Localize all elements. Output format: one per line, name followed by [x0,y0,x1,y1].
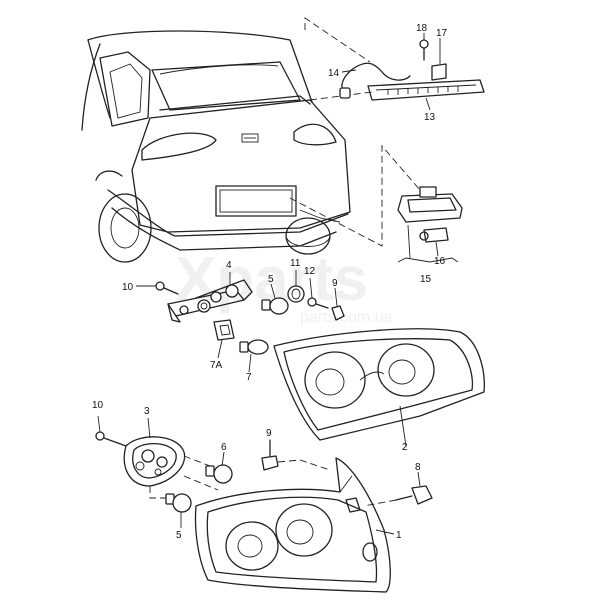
bulb-holder-upper [167,279,253,341]
bulb-5-upper [261,297,289,315]
label-part-2: 2 [402,442,408,453]
label-part-15: 15 [420,274,432,285]
leader-lines [97,33,441,535]
bulb-7 [239,339,269,355]
tail-light-outer [194,457,391,593]
label-part-9-lower: 9 [266,428,272,439]
label-part-18: 18 [416,23,428,34]
label-part-16: 16 [434,256,446,267]
bulb-6 [205,464,233,484]
part-labels: 2 1 3 4 5 5 6 7 7A 8 9 9 10 10 11 12 13 … [92,23,448,541]
high-level-brake-light [339,39,485,101]
bulb-5-lower [165,493,192,513]
license-plate-light [397,186,463,263]
label-part-7: 7 [246,372,252,383]
grommet-11 [287,285,305,303]
label-part-7a: 7A [210,360,223,371]
car-rear-body [81,30,351,263]
screw-10-lower [95,431,127,447]
label-part-6: 6 [221,442,227,453]
leader-15 [289,144,421,247]
bolt-8 [363,485,433,507]
label-part-13: 13 [424,112,436,123]
label-part-1: 1 [396,530,402,541]
label-part-10-upper: 10 [122,282,134,293]
label-part-17: 17 [436,28,448,39]
label-part-10-lower: 10 [92,400,104,411]
label-part-11: 11 [290,258,301,269]
label-part-3: 3 [144,406,150,417]
bulb-holder-lower [123,436,186,487]
label-part-9-upper: 9 [332,278,338,289]
label-part-14: 14 [328,68,340,79]
tail-light-inner [273,328,485,441]
label-part-4: 4 [226,260,232,271]
nut-9-upper [331,305,345,321]
label-part-8: 8 [415,462,421,473]
clip-9-lower [261,439,331,471]
label-part-12: 12 [304,266,316,277]
label-part-5-upper: 5 [268,274,274,285]
label-part-5-lower: 5 [176,530,182,541]
watermark-sub: parts.com.ua [300,309,393,326]
watermark: Xparts parts.com.ua [175,245,393,326]
leader-13 [304,17,371,63]
